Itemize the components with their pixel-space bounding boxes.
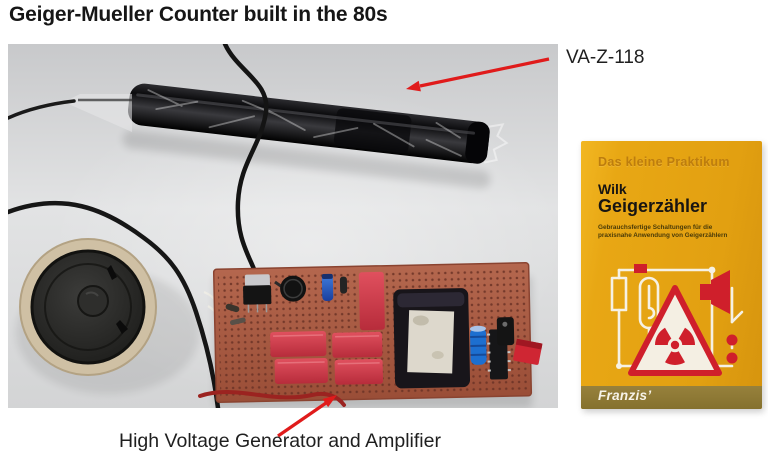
tube-label: VA-Z-118 [566, 47, 645, 68]
board-arrow [277, 395, 337, 438]
board-label: High Voltage Generator and Amplifier [119, 430, 441, 452]
book-subtitle: Gebrauchsfertige Schaltungen für die pra… [598, 224, 752, 241]
tube-shadow [122, 130, 491, 189]
book-title: Geigerzähler [598, 196, 708, 217]
speaker-icon [634, 263, 738, 364]
speaker-cable [5, 200, 221, 411]
book-publisher-band: Franzis’ [581, 386, 762, 409]
electrolytic-blue [469, 325, 487, 365]
book-subtitle-line2: praxisnahe Anwendung von Geigerzählern [598, 232, 728, 240]
book-cover: Das kleine Praktikum Wilk Geigerzähler G… [581, 141, 762, 409]
tube-arrow [406, 57, 550, 92]
circuit-diagram-icon [610, 263, 744, 376]
signal-cable [222, 41, 269, 283]
radiation-warning-icon [628, 284, 722, 376]
capacitor-blue [321, 273, 334, 301]
red-switch [513, 338, 543, 365]
book-series: Das kleine Praktikum [598, 155, 730, 169]
transistor-right [496, 317, 515, 346]
transistor-left [243, 274, 272, 313]
speaker [19, 238, 157, 376]
capacitor-round [280, 275, 307, 302]
capacitor-red-tall [358, 271, 385, 331]
speaker-terminal [116, 320, 128, 334]
book-author: Wilk [598, 181, 627, 197]
red-wire [198, 390, 346, 407]
red-capacitors [270, 331, 384, 385]
tube-lead-wire [6, 99, 76, 120]
photo-canvas [5, 41, 568, 411]
speaker-terminal [107, 265, 117, 280]
diode [339, 276, 348, 294]
book-subtitle-line1: Gebrauchsfertige Schaltungen für die [598, 223, 713, 231]
book-cover-content: Das kleine Praktikum Wilk Geigerzähler G… [581, 141, 762, 380]
geiger-counter-photo [5, 41, 568, 411]
geiger-tube [127, 83, 509, 164]
plastic-wrap-highlights [147, 89, 462, 157]
publisher-logo: Franzis’ [598, 388, 652, 403]
transformer [393, 288, 471, 389]
slide-title: Geiger-Mueller Counter built in the 80s [9, 3, 388, 26]
plastic-wrap-end [484, 123, 509, 164]
circuit-board [212, 262, 543, 403]
plastic-tail [64, 94, 132, 132]
